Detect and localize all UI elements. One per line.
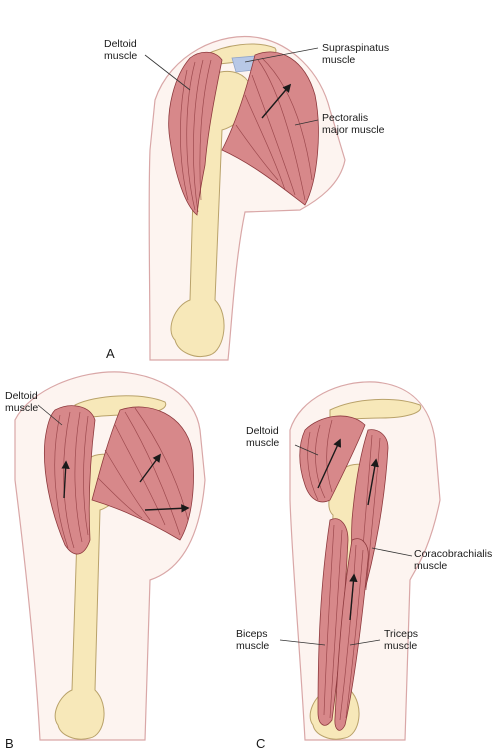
pectoralis-major-muscle-a (221, 51, 319, 206)
leader-deltoid-a (144, 54, 191, 91)
deltoid-fibers-a (180, 59, 212, 213)
deltoid-fibers-b (54, 411, 89, 549)
deltoid-muscle-b (44, 405, 96, 555)
triceps-fibers-c (339, 544, 364, 721)
label-biceps-c: Biceps muscle (236, 628, 270, 652)
deltoid-muscle-a (168, 51, 223, 216)
panel-letter-c: C (256, 736, 266, 751)
leader-biceps-c (279, 639, 326, 646)
biceps-fibers-c (323, 524, 343, 719)
pectoralis-major-muscle-b (91, 406, 194, 541)
arrow-pectoralis-up-b (139, 453, 161, 483)
label-triceps-c: Triceps muscle (384, 628, 419, 652)
arrow-pectoralis-a (261, 83, 292, 119)
panel-letter-a: A (106, 346, 115, 361)
panel-a (144, 36, 346, 361)
leader-coracobrachialis-c (371, 547, 413, 557)
leader-deltoid-b (37, 404, 63, 426)
panel-letter-b: B (5, 736, 14, 751)
arrow-biceps-c (349, 573, 358, 621)
label-deltoid-c: Deltoid muscle (246, 425, 280, 449)
arrow-deltoid-b (61, 460, 70, 499)
deltoid-muscle-c (299, 415, 366, 503)
label-pectoralis-major-a: Pectoralis major muscle (322, 112, 385, 136)
leader-deltoid-c (294, 444, 319, 456)
pectoralis-fibers-a (235, 57, 313, 201)
leader-pectoralis-a (294, 119, 319, 126)
label-deltoid-b: Deltoid muscle (5, 390, 39, 414)
panel-b (14, 371, 206, 741)
panel-c (279, 381, 441, 741)
arrow-pectoralis-side-b (144, 504, 190, 513)
leader-triceps-c (349, 639, 381, 646)
arrow-deltoid-c (317, 438, 342, 489)
arrow-coracobrachialis-c (367, 458, 379, 506)
label-supraspinatus-a: Supraspinatus muscle (322, 42, 390, 66)
label-coracobrachialis-c: Coracobrachialis muscle (414, 548, 493, 572)
label-deltoid-a: Deltoid muscle (104, 38, 138, 62)
leader-supraspinatus-a (244, 47, 319, 63)
deltoid-fibers-c (307, 419, 333, 501)
